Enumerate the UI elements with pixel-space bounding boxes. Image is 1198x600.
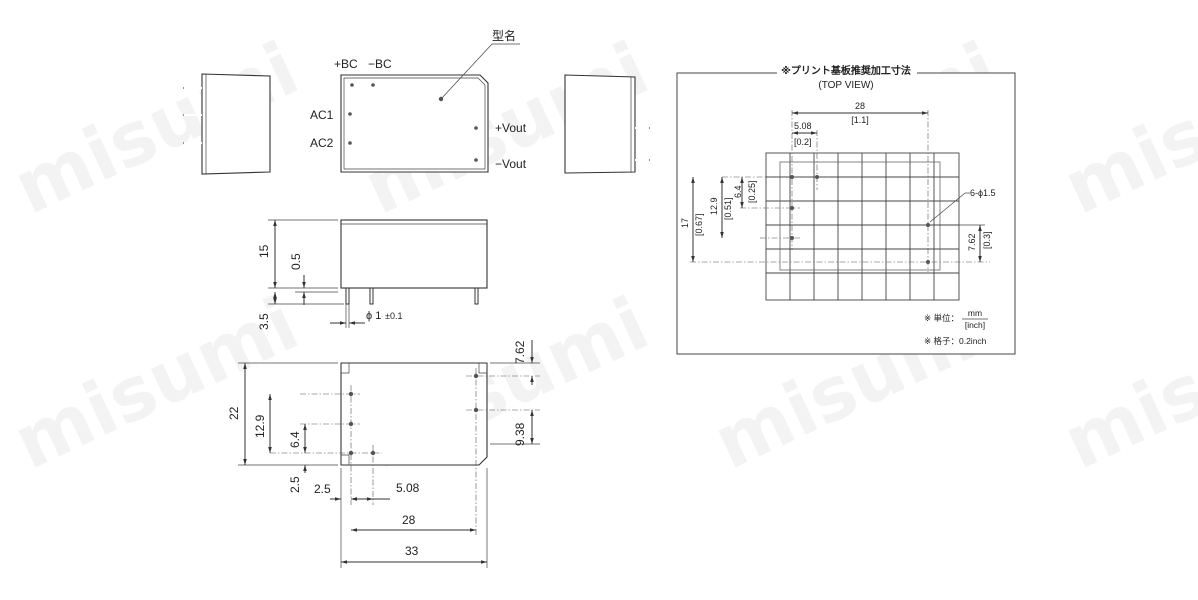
pcb-title: ※プリント基板推奨加工寸法 (781, 64, 911, 77)
dim-pin-length-3-5: 3.5 (257, 313, 271, 330)
pcb-dim-28-inch: [1.1] (851, 115, 869, 125)
pcb-subtitle: (TOP VIEW) (818, 80, 873, 91)
pcb-note-unit-prefix: ※ 単位： (924, 313, 959, 323)
pcb-dim-17-inch: [0.67] (694, 213, 704, 236)
top-view: 型名 +BC −BC AC1 AC2 +Vout −Vout (310, 28, 527, 173)
pcb-dim-28: 28 (855, 101, 865, 111)
pcb-dim-17: 17 (680, 218, 690, 228)
pcb-grid (765, 152, 960, 301)
dim-offset-x-2-5: 2.5 (314, 482, 331, 496)
watermark-8: misumi (1051, 281, 1198, 486)
label-ac1: AC1 (310, 108, 334, 122)
pcb-dim-5-08: 5.08 (794, 121, 812, 131)
pcb-note-unit-mm: mm (968, 308, 982, 318)
label-model-name: 型名 (492, 28, 516, 43)
dim-pin-diameter: ϕ 1 (366, 310, 381, 322)
watermark-4: misumi (1051, 26, 1198, 231)
left-side-view (183, 73, 271, 175)
pcb-dim-12-9-inch: [0.51] (723, 197, 733, 220)
label-plus-bc: +BC (334, 57, 358, 71)
pcb-hole-label: 6-ϕ1.5 (970, 188, 996, 198)
pcb-dim-5-08-inch: [0.2] (794, 137, 812, 147)
dim-pin-diameter-tolerance: ±0.1 (385, 311, 402, 321)
pcb-dim-7-62-inch: [0.3] (982, 231, 992, 249)
dim-height-15: 15 (257, 244, 271, 258)
right-side-view (564, 74, 650, 174)
watermark-5: misumi (1, 281, 311, 486)
pcb-panel: ※プリント基板推奨加工寸法 (TOP VIEW) (676, 64, 1016, 355)
dim-row-6-4: 6.4 (288, 431, 302, 448)
pcb-dim-6-4-inch: [0.25] (747, 180, 757, 203)
dim-pin-span-28: 28 (402, 513, 416, 527)
label-minus-bc: −BC (368, 57, 392, 71)
dim-height-22: 22 (227, 406, 241, 420)
dim-width-33: 33 (405, 544, 419, 558)
dim-row-12-9: 12.9 (253, 414, 267, 438)
dim-offset-y-2-5: 2.5 (288, 476, 302, 493)
dim-pitch-5-08: 5.08 (396, 481, 420, 495)
bottom-view: 22 12.9 6.4 2.5 2.5 5.08 28 33 7.62 9.38 (227, 340, 540, 568)
dim-offset-0-5: 0.5 (289, 253, 303, 270)
pcb-dim-6-4: 6.4 (733, 185, 743, 198)
pcb-dim-7-62: 7.62 (967, 233, 977, 251)
dim-right-9-38: 9.38 (513, 422, 527, 446)
label-minus-vout: −Vout (495, 157, 527, 171)
label-plus-vout: +Vout (495, 121, 527, 135)
pcb-note-grid: ※ 格子：0.2inch (924, 336, 987, 346)
pcb-dim-12-9: 12.9 (709, 197, 719, 215)
front-view: 15 0.5 3.5 ϕ 1 ±0.1 (257, 219, 488, 330)
pcb-note-unit-inch: [inch] (965, 320, 985, 330)
label-ac2: AC2 (310, 136, 334, 150)
dim-right-7-62: 7.62 (513, 340, 527, 364)
